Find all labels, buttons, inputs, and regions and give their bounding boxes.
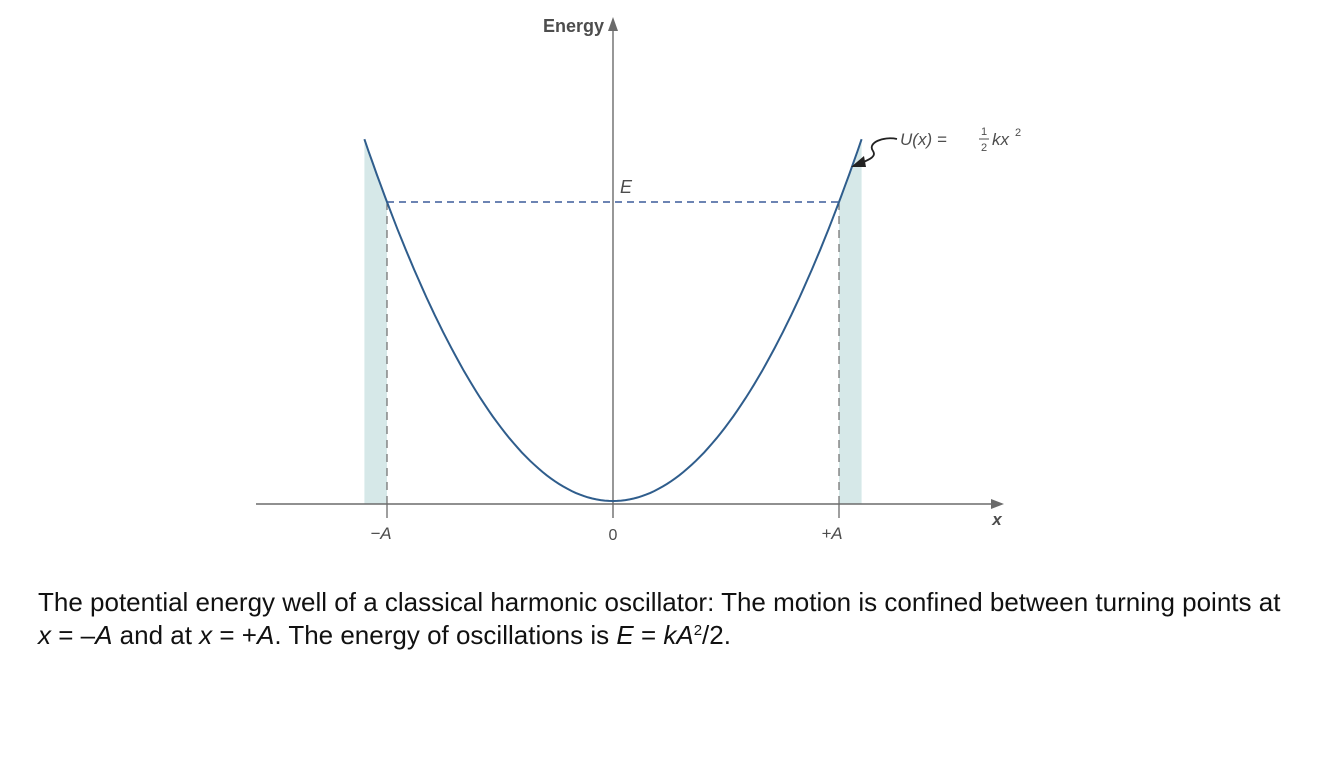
caption-exponent: 2 — [693, 622, 703, 639]
x-axis-arrowhead — [991, 499, 1004, 509]
curve-label: U(x) = 1 2 kx 2 — [900, 126, 1021, 154]
curve-label-lhs: U(x) = — [900, 130, 951, 149]
caption-text-7: /2. — [702, 620, 731, 650]
curve-label-rhs: kx — [992, 130, 1010, 149]
caption-var-a-2: A — [257, 620, 275, 650]
caption-text-6: = — [633, 620, 664, 650]
figure-caption: The potential energy well of a classical… — [38, 586, 1298, 652]
curve-label-frac-num: 1 — [981, 126, 987, 138]
potential-curve — [363, 138, 863, 503]
y-axis-arrowhead — [608, 17, 618, 31]
x-axis-label: x — [991, 510, 1003, 529]
caption-var-x-1: x — [38, 620, 51, 650]
caption-var-e: E — [616, 620, 634, 650]
caption-var-ka: kA — [663, 620, 694, 650]
caption-text-1: The potential energy well of a classical… — [38, 587, 1281, 617]
forbidden-region-right — [839, 139, 862, 504]
curve-label-sup: 2 — [1015, 127, 1021, 139]
caption-text-2: = – — [51, 620, 96, 650]
tick-label-plus-a: +A — [821, 524, 842, 543]
caption-var-x-2: x — [199, 620, 213, 650]
tick-label-zero: 0 — [609, 527, 618, 544]
y-axis-label: Energy — [543, 16, 604, 36]
caption-text-4: = + — [212, 620, 257, 650]
potential-well-diagram: Energy x −A 0 +A E U(x) = 1 2 kx 2 — [256, 16, 1021, 544]
caption-text-3: and at — [112, 620, 200, 650]
curve-label-arrowhead — [851, 156, 866, 167]
caption-var-a-1: A — [95, 620, 113, 650]
curve-label-frac-den: 2 — [981, 142, 987, 154]
caption-text-5: . The energy of oscillations is — [274, 620, 617, 650]
forbidden-region-left — [364, 139, 387, 504]
tick-label-minus-a: −A — [370, 524, 391, 543]
curve-label-pointer — [858, 137, 898, 165]
energy-level-label: E — [620, 177, 633, 197]
